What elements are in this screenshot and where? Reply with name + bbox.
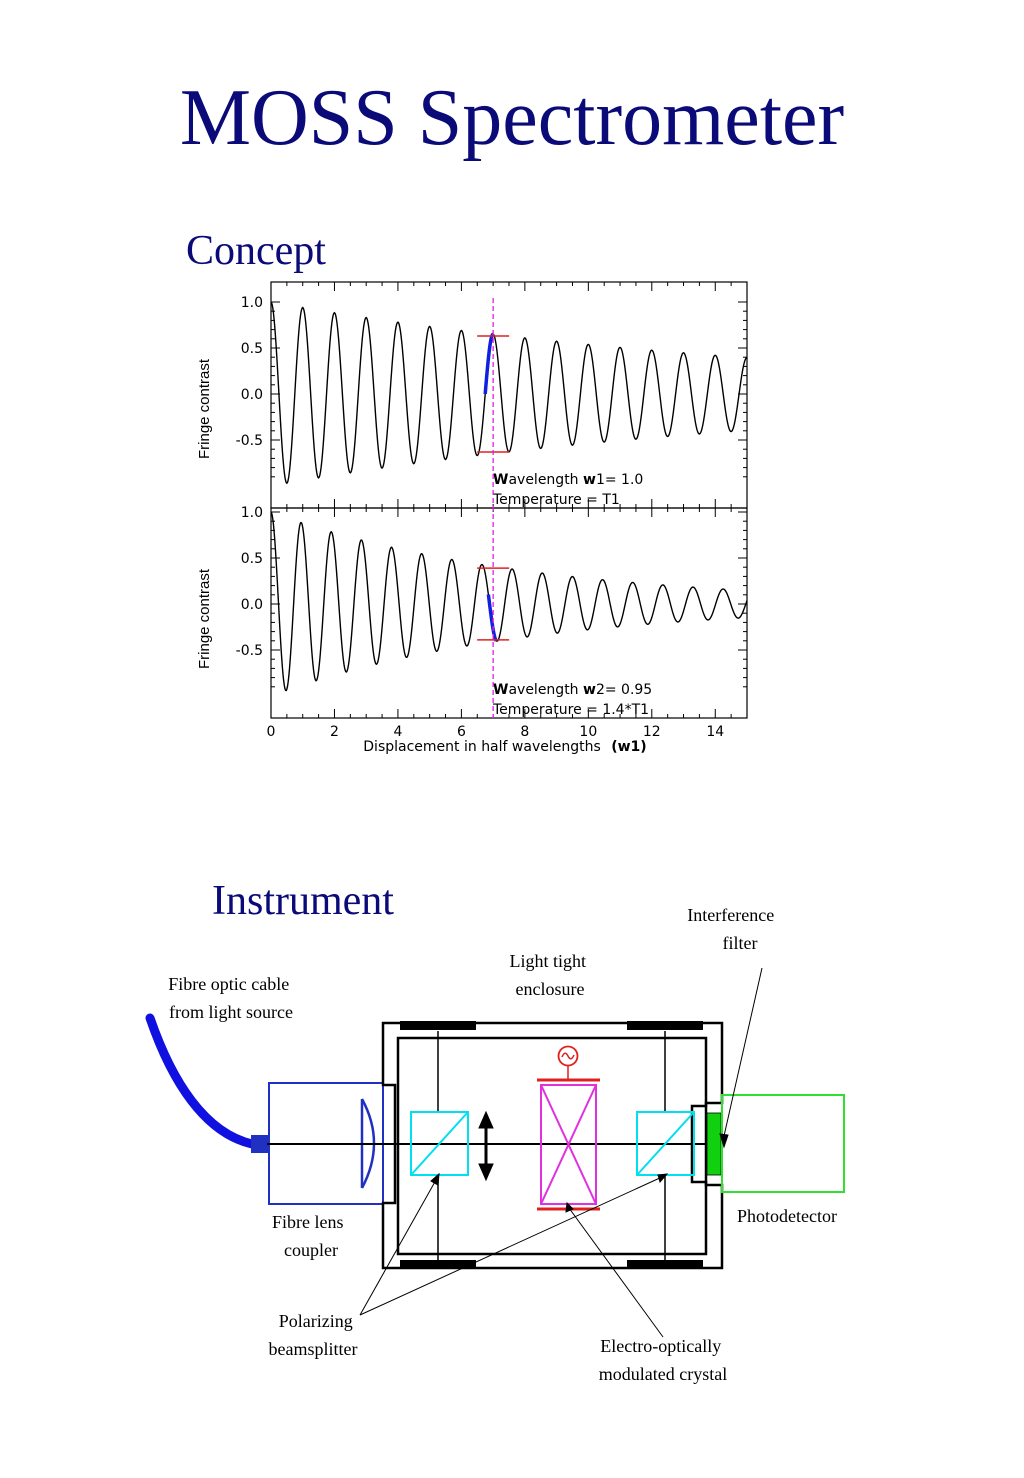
highlight-segment (486, 594, 498, 642)
fringe-curve (270, 301, 748, 485)
pointer-lines (359, 967, 763, 1338)
x-tick-label: 2 (330, 724, 339, 740)
x-axis-label: Displacement in half wavelengths (w1) (363, 739, 646, 755)
x-tick-label: 12 (643, 724, 661, 740)
x-tick-label: 8 (520, 724, 529, 740)
x-tick-label: 14 (706, 724, 724, 740)
interference-filter-label: Interference filter (687, 905, 778, 953)
highlight-segment (483, 332, 495, 395)
light-tight-enclosure (381, 1021, 724, 1270)
y-tick-label: 0.0 (241, 597, 263, 613)
ac-source-icon (557, 1045, 579, 1067)
x-axis-label-unit: (w1) (611, 739, 646, 755)
y-tick-label: -0.5 (236, 433, 263, 449)
y-tick-label: 0.0 (241, 387, 263, 403)
y-tick-label: 0.5 (241, 551, 263, 567)
interference-filter (706, 1112, 722, 1176)
y-tick-label: 0.5 (241, 341, 263, 357)
instrument-label: Instrument (212, 878, 394, 924)
fringe-curve (270, 511, 748, 692)
x-tick-label: 10 (579, 724, 597, 740)
y-tick-label: 1.0 (241, 295, 263, 311)
polarizing-beamsplitter-label: Polarizing beamsplitter (269, 1311, 358, 1359)
y-tick-label: 1.0 (241, 505, 263, 521)
instrument-diagram: Interference filter Light tight enclosur… (145, 905, 845, 1384)
annotation-text: 2= 0.95 (596, 682, 652, 698)
light-tight-enclosure-label: Light tight enclosure (510, 951, 591, 999)
photodetector-label: Photodetector (737, 1206, 837, 1226)
temperature-annotation: Temperature = 1.4*T1 (492, 702, 649, 718)
x-tick-label: 0 (267, 724, 276, 740)
electro-optic-crystal-label: Electro-optically modulated crystal (599, 1336, 727, 1384)
annotation-bold: w (583, 472, 596, 488)
annotation-text: 1= 1.0 (596, 472, 643, 488)
x-tick-label: 4 (393, 724, 402, 740)
y-tick-label: -0.5 (236, 643, 263, 659)
x-tick-label: 6 (457, 724, 466, 740)
temperature-annotation: Temperature = T1 (492, 492, 620, 508)
annotation-bold: W (493, 682, 508, 698)
fibre-optic-cable (145, 1013, 257, 1149)
fibre-lens-coupler-label: Fibre lens coupler (272, 1212, 348, 1260)
fibre-cable-label: Fibre optic cable from light source (168, 974, 293, 1022)
annotation-text: avelength (508, 472, 583, 488)
annotation-bold: w (583, 682, 596, 698)
y-axis-label: Fringe contrast (196, 568, 213, 669)
y-axis-label: Fringe contrast (196, 358, 213, 459)
enclosure-clamps (400, 1021, 703, 1269)
fibre-connector (251, 1135, 268, 1153)
polarizing-beamsplitter-1 (410, 1111, 469, 1176)
x-axis: 0 2 4 6 8 10 12 14 (267, 724, 725, 740)
rotation-arrow-icon (478, 1110, 494, 1182)
x-axis-label-main: Displacement in half wavelengths (363, 739, 600, 755)
wavelength-annotation: Wavelength w1= 1.0 (493, 472, 643, 488)
annotation-bold: W (493, 472, 508, 488)
wavelength-annotation: Wavelength w2= 0.95 (493, 682, 652, 698)
annotation-text: avelength (508, 682, 583, 698)
photodetector-housing (721, 1094, 845, 1193)
slide-title: MOSS Spectrometer (179, 74, 845, 162)
concept-label: Concept (186, 228, 326, 274)
